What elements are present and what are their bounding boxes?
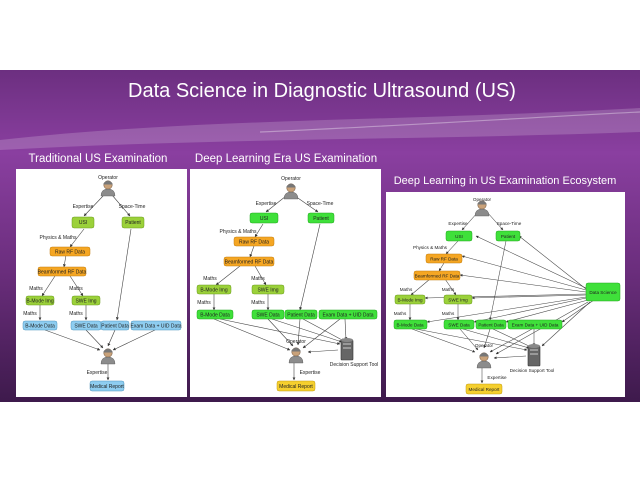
expertise-label: Expertise [300, 370, 321, 376]
decision-support-tool-icon [527, 343, 541, 367]
maths-label: Maths [442, 287, 455, 292]
slide-title: Data Science in Diagnostic Ultrasound (U… [128, 80, 516, 102]
node-swe-data: SWE Data [74, 324, 98, 330]
node-beamformed-rf-data: Beamformed RF Data [38, 270, 87, 276]
operator-label: Operator [286, 339, 306, 345]
maths-label: Maths [69, 311, 83, 317]
maths-label: Maths [251, 300, 265, 306]
expertise-label: Expertise [487, 375, 507, 380]
node-swe-data: SWE Data [256, 313, 280, 319]
swoosh-decoration [0, 108, 640, 150]
maths-label: Maths [203, 276, 217, 282]
swoosh-decoration-2 [259, 111, 640, 133]
decision-support-tool-label: Decision Support Tool [510, 368, 555, 373]
expertise-label: Expertise [73, 204, 94, 210]
panel-traditional: Operator Expertise Space-Time Physics & … [16, 169, 187, 397]
maths-label: Maths [251, 276, 265, 282]
operator-label: Operator [281, 176, 301, 182]
node-usi: USI [455, 234, 463, 239]
node-medical-report: Medical Report [279, 384, 313, 390]
node-exam-data: Exam Data + UID Data [512, 323, 559, 328]
node-swe-img: SWE Img [448, 298, 468, 303]
operator-label: Operator [475, 343, 494, 348]
maths-label: Maths [29, 286, 43, 292]
expertise-label: Expertise [448, 221, 468, 226]
node-raw-rf-data: Raw RF Data [430, 257, 458, 262]
space-time-label: Space-Time [119, 204, 146, 210]
node-beamformed-rf-data: Beamformed RF Data [415, 274, 460, 279]
space-time-label: Space-Time [497, 221, 522, 226]
node-exam-data: Exam Data + UID Data [323, 313, 374, 319]
decision-support-tool-icon [340, 337, 354, 361]
maths-label: Maths [442, 311, 455, 316]
decision-support-tool-label: Decision Support Tool [330, 362, 379, 368]
node-bmode-data: B-Mode Data [25, 324, 55, 330]
node-raw-rf-data: Raw RF Data [55, 250, 85, 256]
physics-maths-label: Physics & Maths [40, 235, 77, 241]
node-data-science: Data Science [589, 290, 617, 295]
node-patient-data: Patient Data [287, 313, 315, 319]
operator-label: Operator [98, 175, 118, 181]
physics-maths-label: Physics & Maths [220, 229, 257, 235]
panel-ecosystem: Operator Expertise Space-Time Physics & … [386, 192, 625, 397]
maths-label: Maths [197, 300, 211, 306]
node-usi: USI [260, 216, 268, 222]
panel-heading-ecosystem: Deep Learning in US Examination Ecosyste… [394, 175, 617, 187]
maths-label: Maths [394, 311, 407, 316]
node-bmode-img: B-Mode Img [26, 299, 53, 305]
node-medical-report: Medical Report [90, 384, 124, 390]
node-bmode-img: B-Mode Img [397, 298, 422, 303]
node-swe-img: SWE Img [75, 299, 96, 305]
node-patient: Patient [501, 234, 516, 239]
node-medical-report: Medical Report [469, 387, 501, 392]
expertise-label: Expertise [87, 370, 108, 376]
node-exam-data: Exam Data + UID Data [131, 324, 182, 330]
node-raw-rf-data: Raw RF Data [239, 240, 269, 246]
node-usi: USI [79, 220, 87, 226]
node-bmode-img: B-Mode Img [200, 288, 227, 294]
node-patient-data: Patient Data [478, 323, 504, 328]
panel-heading-deep-learning-era: Deep Learning Era US Examination [195, 153, 377, 165]
maths-label: Maths [23, 311, 37, 317]
node-beamformed-rf-data: Beamformed RF Data [225, 260, 274, 266]
expertise-label: Expertise [256, 201, 277, 207]
physics-maths-label: Physics & Maths [413, 245, 448, 250]
node-patient-data: Patient Data [101, 324, 129, 330]
maths-label: Maths [400, 287, 413, 292]
node-swe-data: SWE Data [448, 323, 470, 328]
node-patient: Patient [313, 216, 329, 222]
maths-label: Maths [69, 286, 83, 292]
node-patient: Patient [125, 220, 141, 226]
node-swe-img: SWE Img [257, 288, 278, 294]
operator-label: Operator [473, 197, 492, 202]
node-bmode-data: B-Mode Data [200, 313, 230, 319]
panel-heading-traditional: Traditional US Examination [29, 153, 168, 165]
node-bmode-data: B-Mode Data [396, 323, 424, 328]
panel-deep-learning-era: Operator Expertise Space-Time Physics & … [190, 169, 381, 397]
space-time-label: Space-Time [307, 201, 334, 207]
